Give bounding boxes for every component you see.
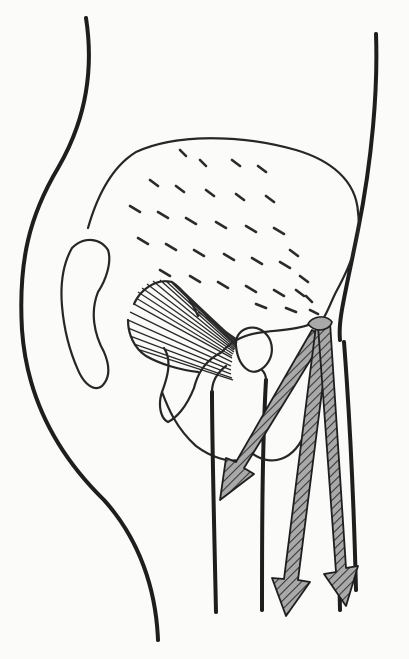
sacrum-outline	[61, 240, 109, 388]
body-left-contour	[21, 18, 158, 640]
body-right-contour	[340, 34, 377, 340]
gluteus-fan	[128, 280, 238, 380]
ischium-outline	[162, 392, 240, 460]
iliacus-dashes	[130, 150, 318, 314]
arrow-origin	[308, 317, 332, 330]
femur-shaft-left	[212, 392, 216, 612]
